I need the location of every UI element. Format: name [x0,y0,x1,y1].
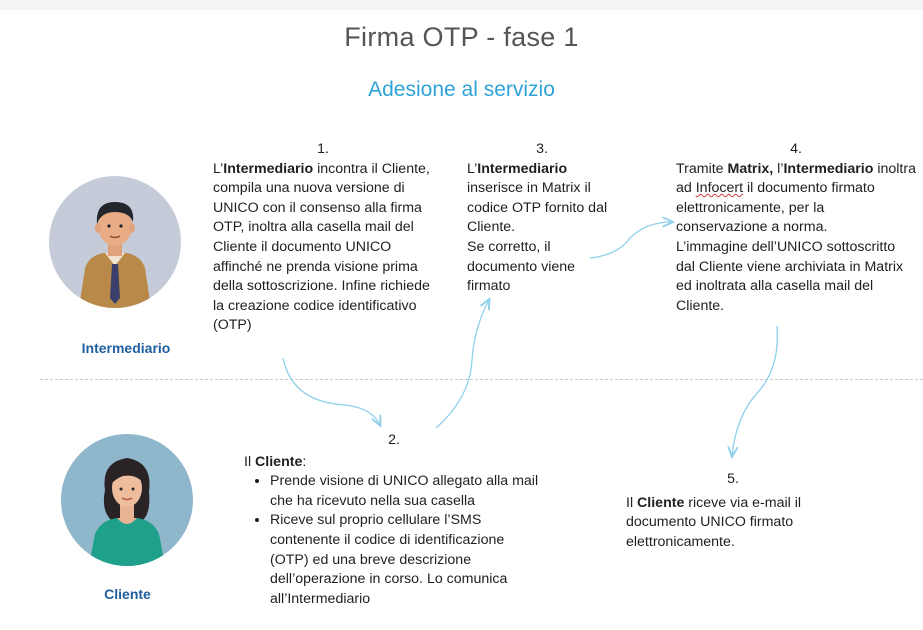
step-4-text-c: inoltra ad [676,160,916,197]
step-2-text-b: : [302,453,307,470]
step-4-infocert: Infocert [695,180,744,197]
step-3-number: 3. [536,141,548,157]
step-2-intro: Il Cliente: [244,453,544,473]
intermediario-avatar [49,176,181,308]
step-3-result: Se corretto, il documento viene firmato [467,238,576,295]
step-1-text: L’Intermediario incontra il Cliente, com… [213,160,433,336]
step-5-text: Il Cliente riceve via e-mail il document… [626,494,840,553]
step-4-text-a: Tramite [676,160,728,177]
step-5-number: 5. [727,471,739,487]
step-2-text-a: Il [244,453,256,470]
step-4-number: 4. [790,141,802,157]
arrow-1-to-2 [282,357,380,425]
section-divider [40,379,923,380]
arrow-4-to-5 [732,325,779,456]
step-3-text-b: inserisce in Matrix il codice OTP fornit… [467,180,608,236]
step-4-text-b: l’ [773,160,784,177]
intermediario-label: Intermediario [81,340,171,356]
step-2-actor: Cliente [255,453,303,470]
step-3-text-a: L’ [467,160,478,177]
arrow-3-to-4 [589,222,672,259]
step-3: 3. L’Intermediario inserisce in Matrix i… [467,140,617,297]
step-5: 5. Il Cliente riceve via e-mail il docum… [626,470,840,552]
step-4-archive-text: L’immagine dell’UNICO sottoscritto dal C… [676,238,904,314]
step-1-text-b: incontra il Cliente, compila una nuova v… [213,160,430,334]
step-2-number: 2. [388,432,400,448]
step-4: 4. Tramite Matrix, l’Intermediario inolt… [676,140,916,316]
step-2-bullet-1: Prende visione di UNICO allegato alla ma… [270,472,544,511]
woman-avatar-icon [89,458,165,566]
page-subtitle: Adesione al servizio [368,78,555,101]
step-2-bullet-2: Riceve sul proprio cellulare l’SMS conte… [270,511,544,609]
step-5-text-a: Il [626,494,638,511]
step-5-actor: Cliente [637,494,685,511]
page-title: Firma OTP - fase 1 [344,22,579,52]
cliente-avatar [61,434,193,566]
cliente-label: Cliente [104,586,151,602]
step-4-text-d: il documento firmato elettronicamente, p… [676,180,875,236]
step-3-actor: Intermediario [477,160,568,177]
step-1-text-a: L’ [213,160,224,177]
step-3-text: L’Intermediario inserisce in Matrix il c… [467,160,617,238]
man-avatar-icon [79,202,151,308]
step-4-actor: Intermediario [783,160,874,177]
step-1-number: 1. [317,141,329,157]
top-frame-bar [0,0,923,10]
step-4-matrix: Matrix, [727,160,774,177]
step-2: 2. Il Cliente: Prende visione di UNICO a… [244,431,544,609]
step-1: 1. L’Intermediario incontra il Cliente, … [213,140,433,336]
step-4-text: Tramite Matrix, l’Intermediario inoltra … [676,160,916,238]
step-1-actor: Intermediario [223,160,314,177]
step-5-text-b: riceve via e-mail il documento UNICO fir… [626,494,802,550]
step-2-bullets: Prende visione di UNICO allegato alla ma… [244,472,544,609]
arrow-2-to-3 [435,300,489,429]
